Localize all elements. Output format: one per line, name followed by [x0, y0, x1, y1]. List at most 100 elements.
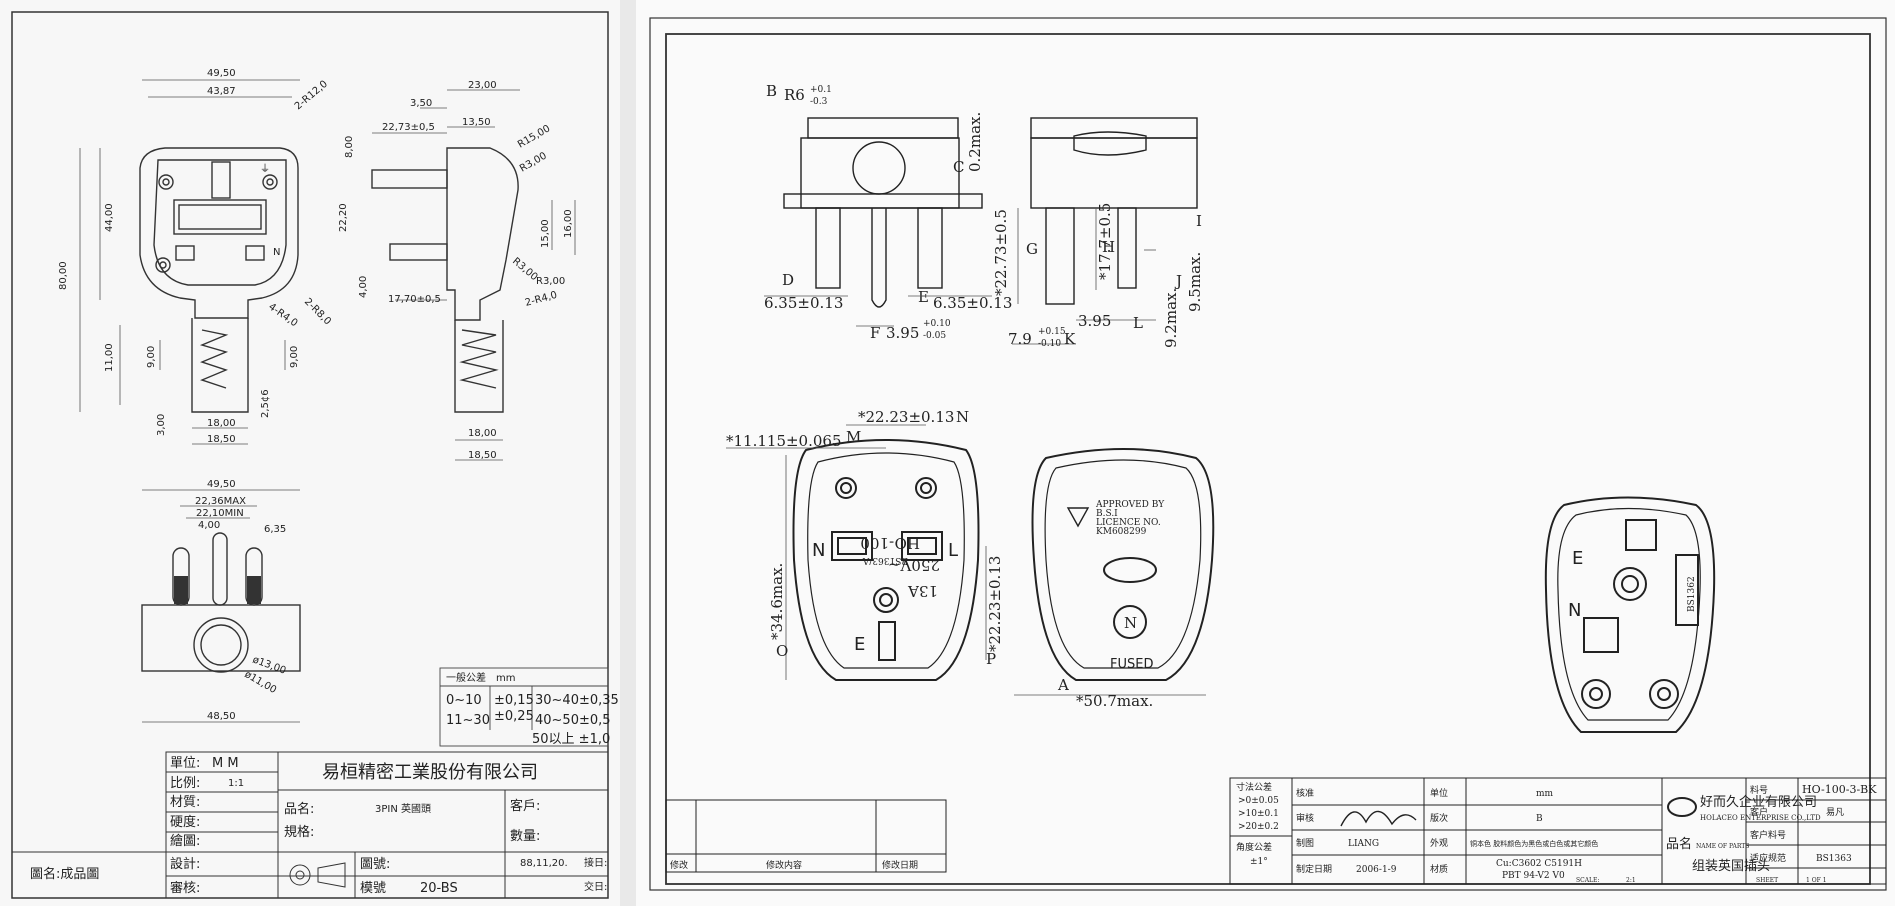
face-l: L [948, 540, 958, 561]
material-no-label: 料号 [1750, 784, 1768, 796]
review-label-right: 审核 [1296, 812, 1314, 824]
draw-label: 制图 [1296, 837, 1314, 849]
dim-pin-6-35-a: 6.35±0.13 [764, 294, 843, 312]
tol2: >10±0.1 [1238, 809, 1279, 819]
tol1: >0±0.05 [1238, 796, 1279, 806]
label-j: J [1174, 272, 1182, 290]
dim-pin-49-50: 49,50 [207, 479, 236, 490]
dim-r6-minus: -0.3 [810, 97, 828, 107]
left-drawing-svg: ⏚ N 49,50 43,87 80,00 44,00 11,00 9,00 9… [11, 11, 619, 899]
tol-title: 寸法公差 [1236, 781, 1272, 793]
label-l: L [1133, 314, 1143, 332]
face-e: E [854, 634, 865, 655]
label-b: B [766, 82, 777, 100]
scale-value: 1:1 [228, 778, 244, 789]
customer-no-label: 客户料号 [1750, 829, 1786, 841]
dim-49-50: 49,50 [207, 68, 236, 79]
dim-r8: 2-R8,0 [302, 296, 333, 327]
dim-4: 4,00 [358, 276, 369, 298]
dim-22-73: 22,73±0,5 [382, 122, 435, 133]
dim-side-18-50: 18,50 [468, 450, 497, 461]
angle-value: ±1° [1250, 857, 1268, 867]
dim-2-5: 2,5¢6 [260, 389, 271, 418]
face-model: HO-100 [860, 534, 920, 552]
inner-bs1362: BS1362 [1687, 576, 1697, 612]
receive-label: 接日: [584, 856, 607, 869]
dim-0-2max: 0.2max. [966, 112, 984, 172]
model-label: 模號 [360, 881, 386, 896]
tol-r1c2: ±0,15 [494, 693, 534, 708]
material-value-1: Cu:C3602 C5191H [1496, 859, 1582, 869]
dim-7-9-minus: -0.10 [1038, 339, 1061, 349]
scale-label: 比例: [170, 776, 200, 791]
label-e: E [918, 288, 929, 306]
label-i: I [1196, 212, 1202, 230]
dim-50-7max: *50.7max. [1076, 692, 1153, 710]
dim-7-9-plus: +0.15 [1038, 327, 1066, 337]
scale-value-right: 2:1 [1626, 877, 1636, 884]
dim-22-20: 22,20 [338, 203, 349, 232]
material-no: HO-100-3-BK [1802, 783, 1877, 796]
left-drawing-sheet: ⏚ N 49,50 43,87 80,00 44,00 11,00 9,00 9… [0, 0, 620, 906]
dim-9-5max: 9.5max. [1186, 252, 1204, 312]
dim-22-73-side: *22.73±0.5 [992, 209, 1010, 296]
part-name: 组装英国插头 [1692, 859, 1770, 874]
qty-label: 數量: [510, 829, 540, 844]
dim-r6-plus: +0.1 [810, 85, 832, 95]
appearance-label: 外观 [1430, 837, 1448, 849]
tol3: >20±0.2 [1238, 822, 1279, 832]
dim-9-2max: 9.2max. [1162, 288, 1180, 348]
dim-r12: 2-R12,0 [293, 79, 330, 113]
customer-label-right: 客户 [1750, 806, 1768, 818]
tolerance-unit: mm [496, 673, 515, 684]
dim-pin-3-95: 3.95 [886, 324, 919, 342]
rev-right: 修改日期 [882, 859, 918, 871]
revision-block [665, 799, 947, 873]
dim-23: 23,00 [468, 80, 497, 91]
inner-e: E [1572, 548, 1583, 569]
dim-4-pin: 4,00 [198, 520, 220, 531]
tol-r2c3: 40~50±0,5 [535, 713, 611, 728]
side-view-right [1030, 117, 1198, 305]
draw-name: LIANG [1348, 839, 1379, 849]
hardness-label: 硬度: [170, 814, 200, 830]
figure-name: 圖名:成品圖 [30, 866, 99, 882]
company-cn: 好而久企业有限公司 [1700, 794, 1817, 810]
left-company-name: 易桓精密工業股份有限公司 [322, 762, 538, 783]
dim-r3-c: R3,00 [536, 276, 565, 287]
projection-symbol [289, 862, 346, 888]
dim-22-10min: 22,10MIN [196, 508, 244, 519]
customer-label: 客戶: [510, 798, 540, 814]
face-std: BS1363/A [862, 555, 908, 565]
label-k: K [1064, 330, 1076, 348]
version-value: B [1536, 814, 1543, 824]
face-volt: 250V~ [888, 556, 940, 574]
unit-value-right: mm [1536, 789, 1554, 799]
dim-34-6max: *34.6max. [768, 563, 786, 640]
dim-43-87: 43,87 [207, 86, 236, 97]
dim-15: 15,00 [540, 219, 551, 248]
back-licence: LICENCE NO. [1096, 518, 1161, 528]
product-label: 品名: [284, 801, 314, 817]
tol-r3c3: 50以上 ±1,0 [532, 732, 610, 747]
dim-side-18: 18,00 [468, 428, 497, 439]
label-n: N [956, 408, 969, 426]
customer-value: 易凡 [1826, 807, 1844, 818]
dim-dia-11: ø11,00 [243, 669, 279, 696]
design-label: 設計: [170, 856, 200, 872]
dim-9-a: 9,00 [146, 346, 157, 368]
rev-left: 修改 [670, 859, 688, 871]
top-view [783, 117, 983, 308]
drawing-date: 88,11,20. [520, 858, 568, 869]
tolerance-title: 一般公差 [446, 671, 486, 684]
ground-symbol: ⏚ [260, 163, 270, 175]
face-n: N [812, 540, 825, 561]
angle-label: 角度公差 [1236, 841, 1272, 853]
label-p: P [986, 650, 996, 668]
right-drawing-sheet: B R6 +0.1 -0.3 0.2max. C D 6.35±0.13 E 6… [636, 0, 1895, 906]
version-label: 版次 [1430, 812, 1448, 824]
back-approved: APPROVED BY [1095, 500, 1165, 510]
unit-label-right: 单位 [1430, 787, 1448, 799]
dim-18-50: 18,50 [207, 434, 236, 445]
dim-22-36max: 22,36MAX [195, 496, 246, 507]
